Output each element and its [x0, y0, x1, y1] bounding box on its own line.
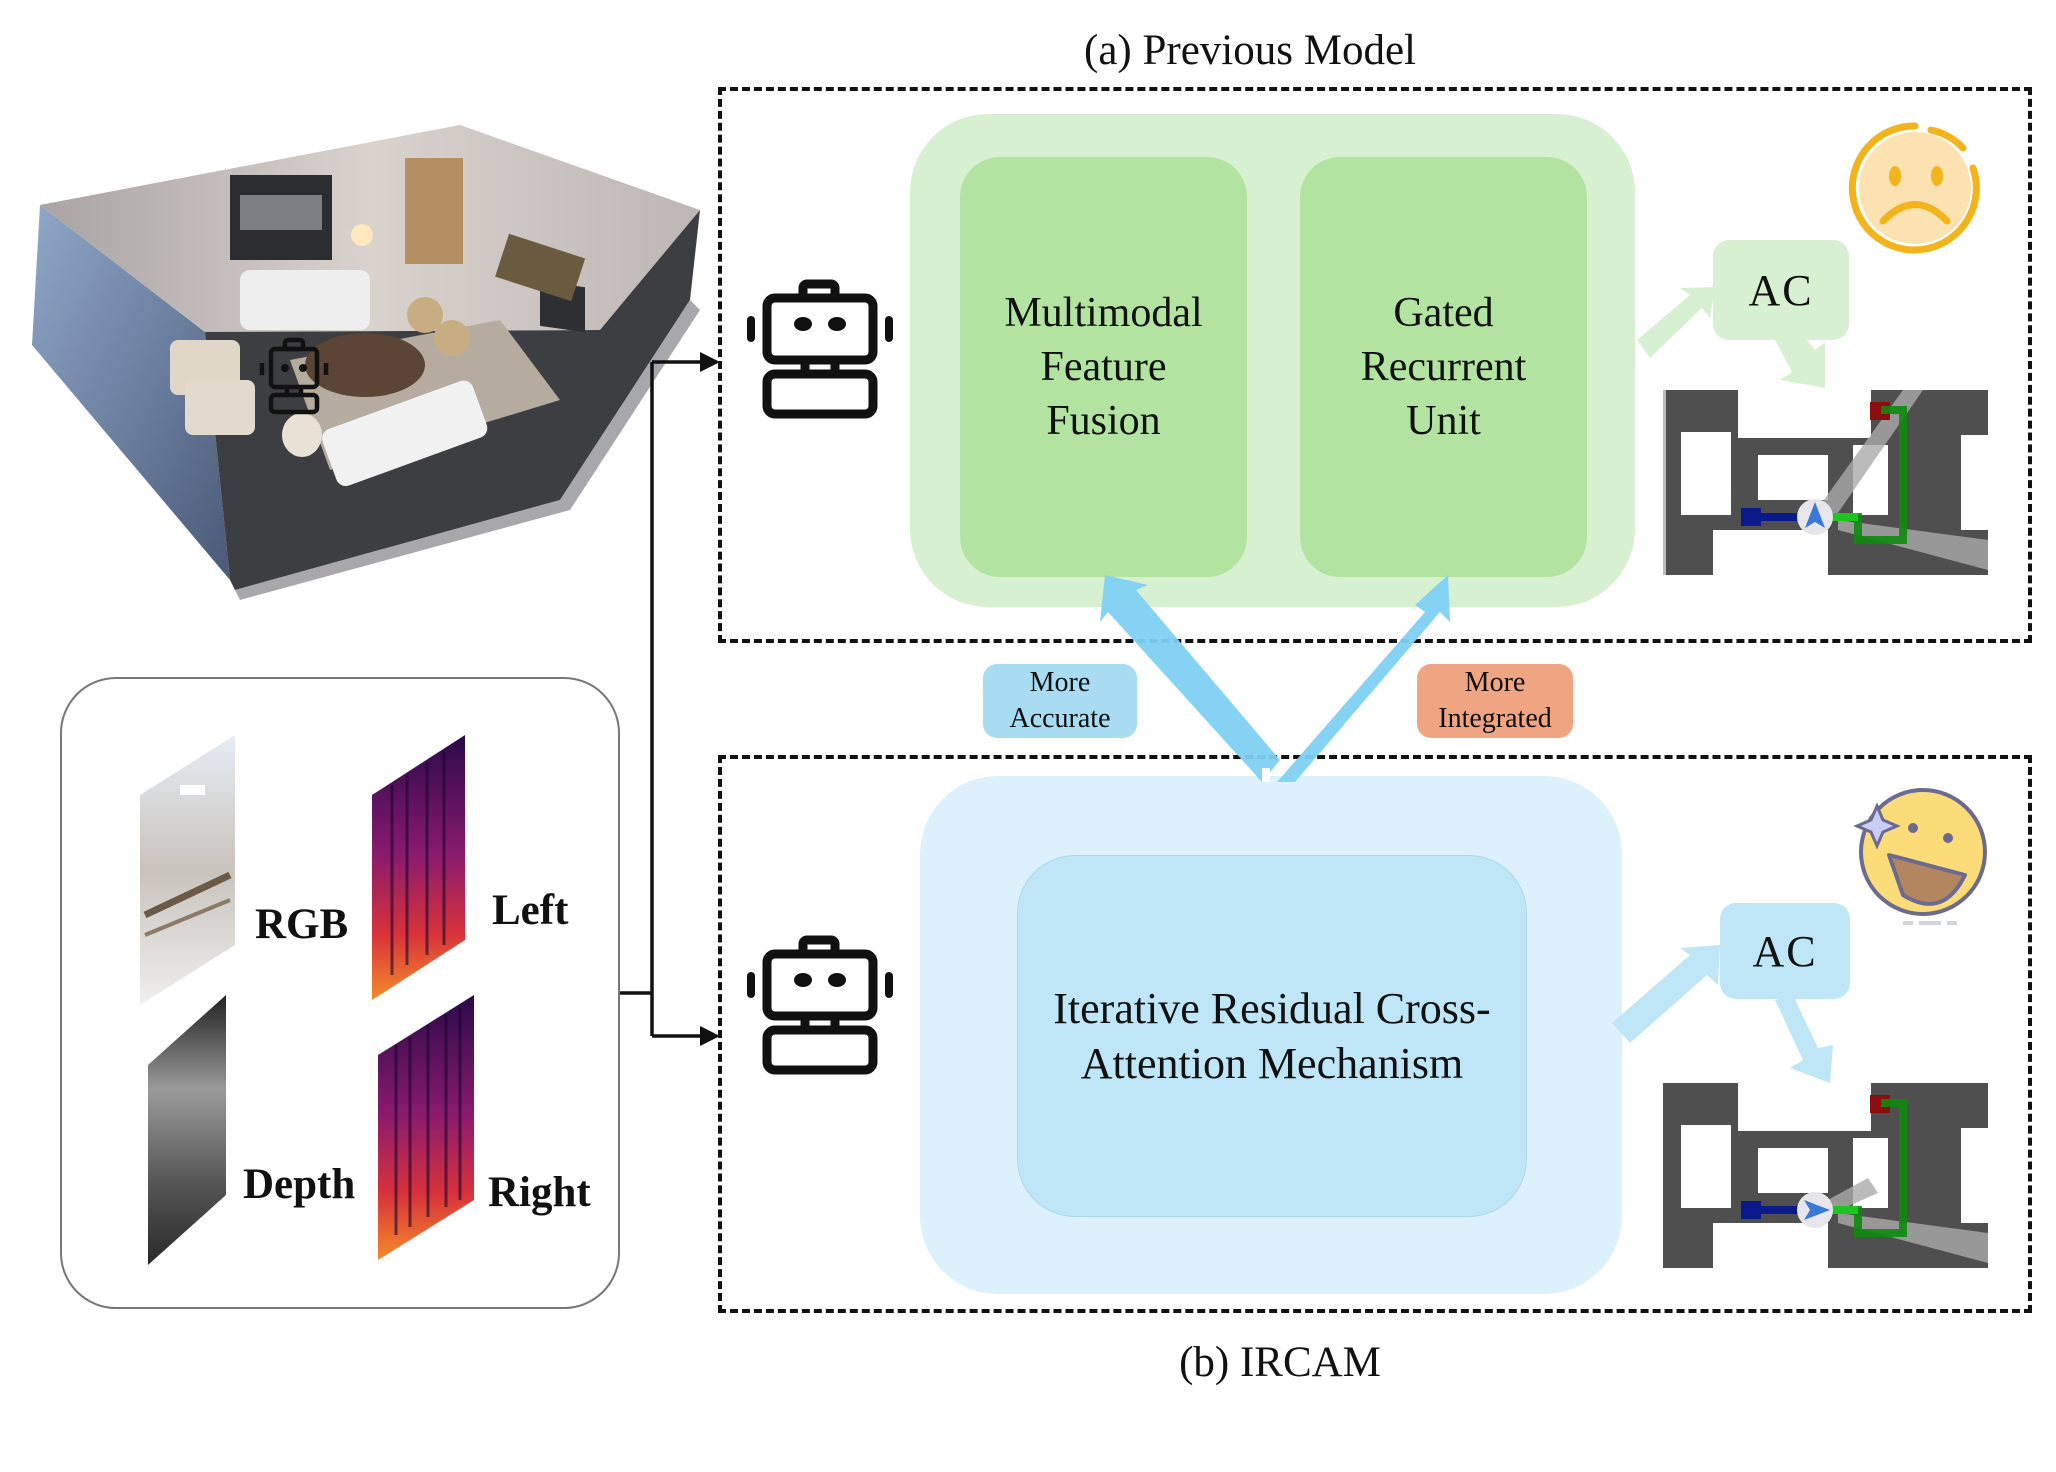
modality-label-right: Right — [488, 1169, 591, 1216]
module-iterative-residual-cross-attention: Iterative Residual Cross- Attention Mech… — [1017, 855, 1527, 1217]
armchair-2 — [185, 380, 255, 435]
modality-label-depth: Depth — [243, 1161, 356, 1208]
tag-more-integrated: More Integrated — [1417, 664, 1573, 738]
coffee-table — [305, 333, 425, 397]
modality-label-rgb: RGB — [255, 901, 349, 948]
room-left-wall — [32, 205, 230, 580]
room-scene-image — [32, 125, 700, 600]
sofa-back — [240, 270, 370, 330]
modality-label-left: Left — [492, 887, 569, 934]
agent-heading-right-icon — [1804, 1200, 1830, 1220]
arrow-ac-to-map-previous — [1775, 325, 1825, 388]
depth-observation-image — [148, 995, 226, 1265]
arrow-to-ac-ircam — [1612, 945, 1720, 1043]
robot-agent-icon — [747, 935, 893, 1075]
tag-more-accurate: More Accurate — [983, 664, 1137, 738]
navigation-map-ircam — [1663, 1083, 1988, 1268]
navigation-map-previous — [1663, 390, 1988, 575]
right-audio-spectrogram — [378, 995, 474, 1260]
arrowhead-ircam — [700, 1026, 720, 1046]
agent-heading-up-icon — [1805, 502, 1825, 528]
rgb-observation-image — [140, 735, 235, 1005]
module-gated-recurrent-unit: Gated Recurrent Unit — [1300, 157, 1587, 577]
arrowhead-previous — [700, 352, 720, 372]
ac-block-ircam: AC — [1720, 903, 1850, 999]
ac-block-previous: AC — [1713, 240, 1849, 340]
left-audio-spectrogram — [372, 735, 465, 1000]
ircam-panel — [718, 755, 2032, 1313]
sad-face-icon — [1848, 122, 1980, 254]
caption-previous-model: (a) Previous Model — [1084, 27, 1416, 74]
arrow-to-gru — [1277, 575, 1450, 782]
robot-in-room-icon — [259, 337, 329, 415]
arrow-to-ac-previous — [1637, 287, 1715, 358]
previous-model-panel — [718, 87, 2032, 643]
door — [405, 158, 463, 264]
arrow-ac-to-map-ircam — [1775, 995, 1833, 1083]
happy-face-icon — [1853, 788, 1987, 925]
sideboard — [495, 233, 586, 302]
caption-ircam: (b) IRCAM — [1179, 1339, 1381, 1386]
arrow-to-feature-fusion — [1100, 575, 1280, 782]
module-multimodal-feature-fusion: Multimodal Feature Fusion — [960, 157, 1247, 577]
robot-agent-icon — [747, 279, 893, 419]
sofa-front — [322, 380, 488, 487]
